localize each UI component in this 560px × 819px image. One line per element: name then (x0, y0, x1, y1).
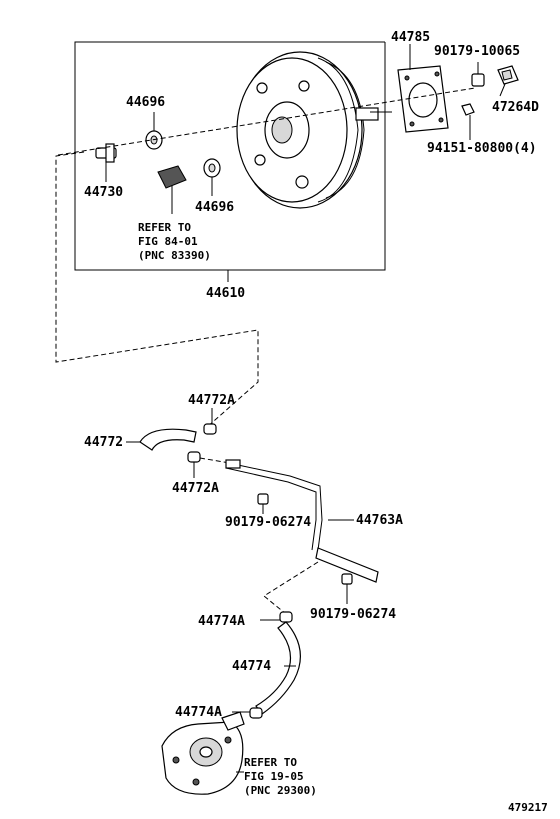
label-90179-06274-a: 90179-06274 (225, 515, 311, 530)
nut-90179-06274-a (257, 493, 269, 514)
hose-44772 (126, 428, 197, 451)
clip-44772A-bottom (187, 451, 201, 478)
label-44696-bottom: 44696 (195, 200, 234, 215)
check-valve-44730 (95, 143, 117, 182)
clip-44774A-bottom (232, 707, 263, 719)
nut-90179-06274-b (341, 573, 353, 604)
label-44696-top: 44696 (126, 95, 165, 110)
vacuum-sensor (157, 165, 187, 214)
label-94151-80800: 94151-80800(4) (427, 141, 537, 156)
refer-note-1-line3: (PNC 83390) (138, 249, 211, 262)
brake-booster (236, 51, 392, 209)
diagram-id: 479217 (508, 801, 548, 814)
label-44772A-top: 44772A (188, 393, 235, 408)
label-44785: 44785 (391, 30, 430, 45)
label-44730: 44730 (84, 185, 123, 200)
clip-44774A-top (260, 611, 293, 623)
clip-44772A-top (203, 408, 217, 435)
assembly-frame (74, 41, 386, 282)
label-44774: 44774 (232, 659, 271, 674)
pipe-44763A (199, 457, 379, 583)
refer-note-2-line1: REFER TO (244, 756, 297, 769)
label-44774A-bottom: 44774A (175, 705, 222, 720)
label-47264D: 47264D (492, 100, 539, 115)
nut-94151-80800 (461, 103, 475, 140)
leader-lines (344, 44, 506, 521)
refer-note-2-line3: (PNC 29300) (244, 784, 317, 797)
refer-note-2-line2: FIG 19-05 (244, 770, 304, 783)
label-44763A: 44763A (356, 513, 403, 528)
refer-note-1-line2: FIG 84-01 (138, 235, 198, 248)
label-44610: 44610 (206, 286, 245, 301)
nut-90179-10065 (471, 62, 485, 87)
label-44772A-bottom: 44772A (172, 481, 219, 496)
label-44772: 44772 (84, 435, 123, 450)
label-90179-10065: 90179-10065 (434, 44, 520, 59)
grommet-44696-top (145, 112, 163, 150)
vacuum-pump (161, 711, 245, 795)
gasket-44785 (397, 65, 449, 133)
label-90179-06274-b: 90179-06274 (310, 607, 396, 622)
label-44774A-top: 44774A (198, 614, 245, 629)
refer-note-1-line1: REFER TO (138, 221, 191, 234)
clevis-47264D (497, 65, 519, 85)
grommet-44696-bottom (203, 158, 221, 196)
